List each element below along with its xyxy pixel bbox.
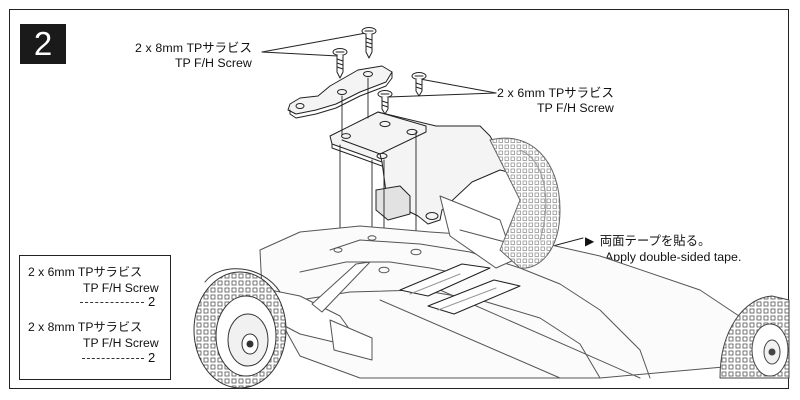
legend-6mm-en: TP F/H Screw: [83, 281, 159, 295]
right-front-wheel: [719, 295, 790, 379]
right-rear-wheel: [489, 137, 561, 269]
legend-6mm-jp: TPサラビス: [77, 265, 143, 279]
screw-6mm-a: [411, 72, 427, 97]
screw-6mm-b: [377, 90, 393, 115]
callout-8mm-size: 2 x 8mm: [135, 41, 184, 55]
legend-8mm-qty: 2: [148, 350, 156, 365]
step-number: 2: [33, 25, 53, 62]
legend-8mm-jp: TPサラビス: [77, 320, 143, 334]
screw-8mm-a: [361, 27, 377, 59]
callout-6mm-jp: TPサラビス: [548, 86, 614, 100]
legend-item-6mm-title: 2 x 6mm TPサラビス: [28, 265, 142, 279]
callout-6mm-en: TP F/H Screw: [536, 101, 614, 115]
legend-8mm-dashes: [82, 358, 144, 359]
legend-6mm-dashes: [80, 302, 144, 303]
pointer-arrow-icon: ▶: [585, 234, 595, 248]
alignment-guides: [339, 77, 417, 269]
legend-item-8mm-title: 2 x 8mm TPサラビス: [28, 320, 142, 334]
legend-6mm-qty: 2: [148, 294, 156, 309]
left-wheel: [193, 268, 287, 389]
legend-8mm-en: TP F/H Screw: [83, 336, 159, 350]
callout-6mm-size: 2 x 6mm: [497, 86, 546, 100]
callout-8mm-screw: 2 x 8mm TPサラビス TP F/H Screw: [135, 41, 252, 71]
parts-legend: 2 x 6mm TPサラビス TP F/H Screw 2 2 x 8mm TP…: [19, 255, 171, 380]
screw-8mm-b: [332, 48, 348, 79]
upper-plate: [287, 65, 393, 119]
leader-lines-8mm: [261, 32, 367, 57]
tape-instruction-en: Apply double-sided tape.: [605, 250, 742, 264]
callout-8mm-en: TP F/H Screw: [174, 56, 252, 70]
tape-instruction: ▶ 両面テープを貼る。 Apply double-sided tape.: [585, 233, 741, 265]
main-mounting-plate: [329, 111, 541, 225]
tape-strips: [399, 263, 521, 315]
tape-instruction-jp: 両面テープを貼る。: [599, 234, 711, 248]
callout-8mm-jp: TPサラビス: [186, 41, 252, 55]
step-number-badge: 2: [20, 24, 66, 64]
leader-lines-6mm: [387, 78, 497, 98]
legend-8mm-size: 2 x 8mm: [28, 320, 75, 334]
diagram-frame: [9, 9, 789, 389]
callout-6mm-screw: 2 x 6mm TPサラビス TP F/H Screw: [497, 86, 614, 116]
legend-6mm-size: 2 x 6mm: [28, 265, 75, 279]
